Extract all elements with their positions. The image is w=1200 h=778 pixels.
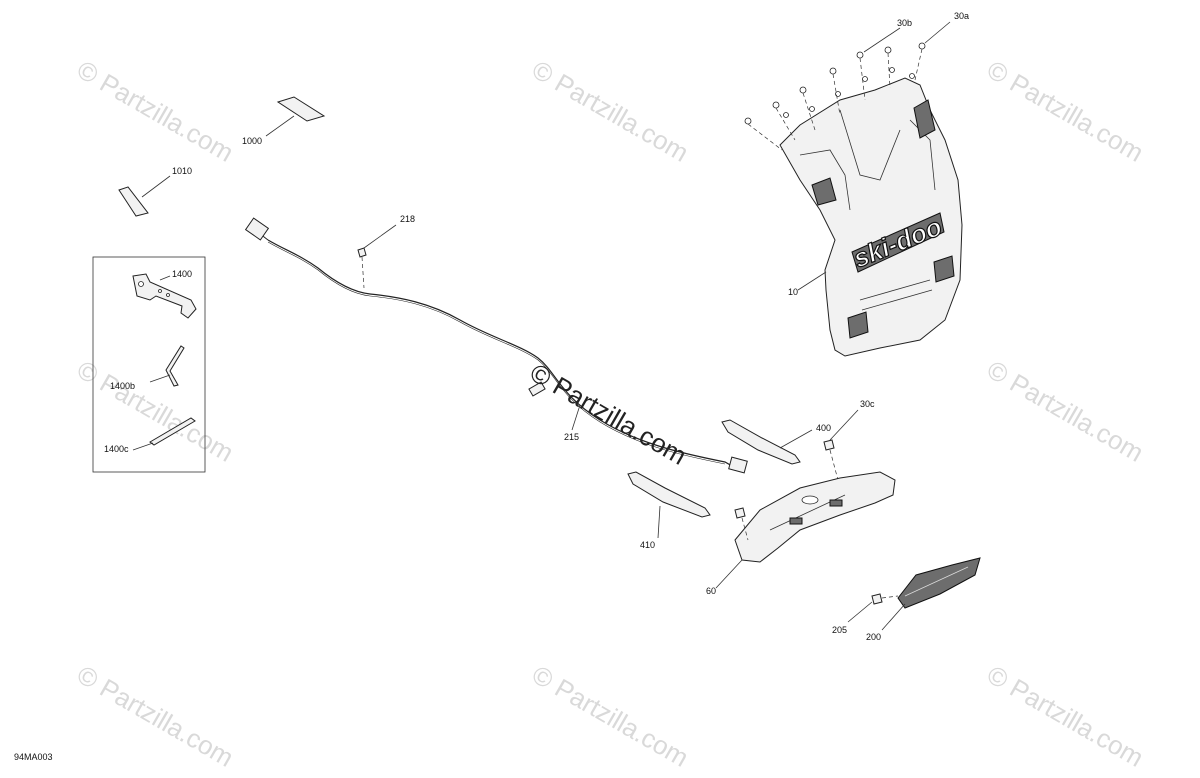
watermark: © Partzilla.com [982,54,1149,168]
part-1400-wrench[interactable]: 1400 [132,269,197,319]
callout-10: 10 [788,287,798,297]
watermark: © Partzilla.com [527,54,694,168]
watermark: © Partzilla.com [982,354,1149,468]
part-60-light-housing[interactable]: 60 [706,471,896,596]
callout-400: 400 [816,423,831,433]
callout-218: 218 [400,214,415,224]
part-1400c-strap[interactable]: 1400c [104,417,196,454]
callout-1010: 1010 [172,166,192,176]
callout-30b: 30b [897,18,912,28]
part-400-reflector[interactable]: 400 [721,419,831,465]
callout-30c: 30c [860,399,875,409]
part-205-screw[interactable]: 205 [832,593,899,635]
part-1400b-hex-key[interactable]: 1400b [110,345,185,391]
callout-215: 215 [564,432,579,442]
callout-1400b: 1400b [110,381,135,391]
callout-1400c: 1400c [104,444,129,454]
part-215-harness[interactable]: 215 [244,217,748,474]
callout-410: 410 [640,540,655,550]
part-30-fasteners[interactable]: 30b 30a [744,11,969,151]
callout-205: 205 [832,625,847,635]
callout-1400: 1400 [172,269,192,279]
callout-60: 60 [706,586,716,596]
part-1000-decal[interactable]: 1000 [242,96,326,146]
part-218-screw[interactable]: 218 [357,214,415,289]
part-200-light-lens[interactable]: 200 [866,557,981,642]
part-10-front-fascia[interactable]: ski-doo 10 [779,77,963,357]
callout-1000: 1000 [242,136,262,146]
tool-kit-frame [92,256,206,473]
callout-30a: 30a [954,11,969,21]
part-30c-fastener[interactable]: 30c [823,399,875,481]
watermark: © Partzilla.com [982,659,1149,773]
part-410-reflector[interactable]: 410 [627,471,711,550]
watermark: © Partzilla.com [72,354,239,468]
watermark: © Partzilla.com [527,659,694,773]
callout-200: 200 [866,632,881,642]
tool-kit-box: 1400 1400b 1400c [92,256,206,473]
part-1010-decal[interactable]: 1010 [118,166,192,217]
watermark: © Partzilla.com [72,54,239,168]
watermark: © Partzilla.com [525,357,692,471]
diagram-code: 94MA003 [14,752,53,762]
watermark: © Partzilla.com [72,659,239,773]
